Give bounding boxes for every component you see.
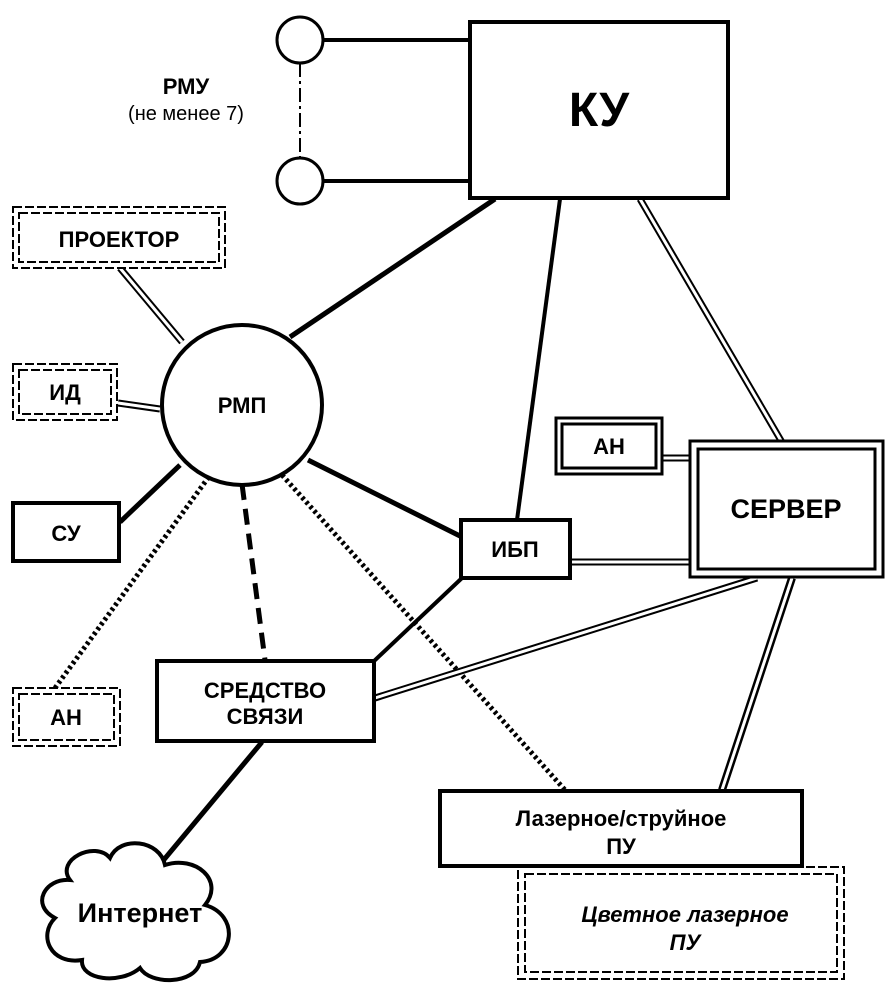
printer-label-line1: Лазерное/струйное xyxy=(516,806,727,831)
ibp-label: ИБП xyxy=(491,537,538,562)
comm-box xyxy=(155,659,376,743)
color-printer-label-line1: Цветное лазерное xyxy=(581,902,788,927)
link-su-rmp xyxy=(118,463,182,524)
internet-cloud xyxy=(40,841,231,982)
color-printer-label-line2: ПУ xyxy=(670,930,703,955)
comm-label-line2: СВЯЗИ xyxy=(227,704,304,729)
link-rmp-comm xyxy=(239,483,268,661)
rmu-circle-top xyxy=(275,15,325,65)
link-rmp-printer xyxy=(280,473,567,792)
link-ibp-comm xyxy=(370,576,464,665)
rmp-circle xyxy=(160,323,324,487)
link-comm-internet xyxy=(160,740,264,864)
link-server-comm xyxy=(373,574,759,702)
internet-label: Интернет xyxy=(78,898,203,928)
rmu-circle-bottom xyxy=(275,156,325,206)
id-label: ИД xyxy=(49,380,81,405)
connections xyxy=(52,38,796,864)
link-id-rmp xyxy=(117,399,161,413)
ku-box xyxy=(468,20,730,200)
su-box xyxy=(11,501,121,563)
link-server-printer xyxy=(718,576,796,792)
id-box xyxy=(12,363,118,421)
projector-label: ПРОЕКТОР xyxy=(59,227,180,252)
link-ku-ibp xyxy=(515,198,562,521)
projector-box xyxy=(12,206,226,269)
link-rmp-ibp xyxy=(306,457,464,540)
an-right-label: АН xyxy=(593,434,625,459)
ibp-box xyxy=(459,518,572,580)
an-left-box xyxy=(12,687,121,747)
comm-label-line1: СРЕДСТВО xyxy=(204,678,326,703)
rmu-title: РМУ xyxy=(163,74,210,99)
server-box xyxy=(688,439,885,579)
printer-box xyxy=(438,789,804,868)
rmu-note: (не менее 7) xyxy=(128,103,244,125)
ku-label: КУ xyxy=(569,84,630,137)
link-ku-server xyxy=(636,197,787,446)
rmp-label: РМП xyxy=(218,393,267,418)
link-an-rmp xyxy=(52,476,211,690)
server-label: СЕРВЕР xyxy=(730,494,841,524)
printer-label-line2: ПУ xyxy=(606,834,636,859)
link-projector-rmp xyxy=(117,265,185,345)
link-ku-rmp xyxy=(288,196,497,340)
su-label: СУ xyxy=(51,521,81,546)
an-left-label: АН xyxy=(50,705,82,730)
an-right-box xyxy=(554,416,664,476)
color-printer-box xyxy=(517,866,845,980)
